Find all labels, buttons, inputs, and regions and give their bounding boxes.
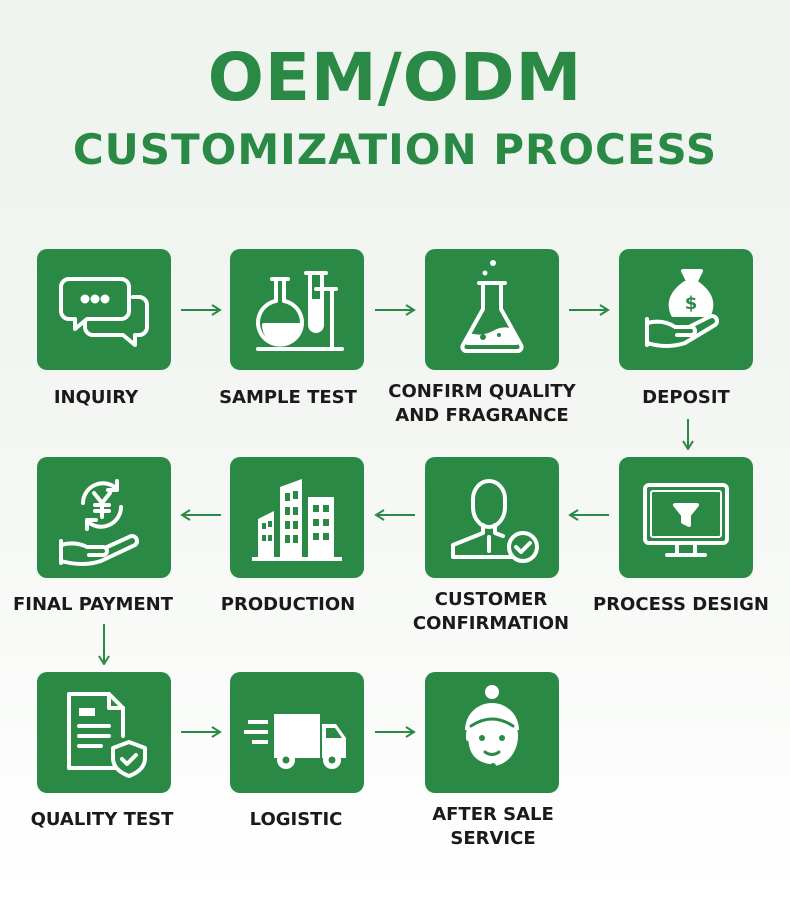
monitor-filter-icon bbox=[643, 483, 729, 557]
step-box-inquiry bbox=[37, 249, 171, 370]
delivery-truck-icon bbox=[244, 714, 346, 769]
arrow-right bbox=[180, 725, 222, 739]
chat-bubbles-icon bbox=[59, 277, 149, 347]
lab-flask-icon bbox=[256, 271, 344, 351]
arrow-right bbox=[374, 303, 416, 317]
step-label-sample-test: SAMPLE TEST bbox=[219, 387, 357, 408]
person-check-icon bbox=[451, 479, 539, 563]
erlenmeyer-flask-icon bbox=[460, 260, 524, 353]
step-label-quality-test: QUALITY TEST bbox=[30, 809, 174, 830]
svg-text:$: $ bbox=[685, 293, 698, 314]
arrow-left bbox=[374, 508, 416, 522]
arrow-left bbox=[180, 508, 222, 522]
step-label-production: PRODUCTION bbox=[220, 594, 356, 615]
step-box-quality-test bbox=[37, 672, 171, 793]
page-title: OEM/ODM bbox=[207, 39, 583, 116]
step-box-deposit: $ bbox=[619, 249, 753, 370]
step-label-deposit: DEPOSIT bbox=[642, 387, 730, 408]
arrow-right bbox=[374, 725, 416, 739]
step-box-logistic bbox=[230, 672, 364, 793]
arrow-down bbox=[681, 418, 695, 450]
yen-hand-icon bbox=[59, 479, 139, 566]
headset-agent-icon bbox=[465, 685, 519, 769]
step-box-after-sale-service bbox=[425, 672, 559, 793]
step-label-after-sale-service: AFTER SALE SERVICE bbox=[432, 804, 554, 849]
arrow-down bbox=[97, 623, 111, 665]
page-subtitle: CUSTOMIZATION PROCESS bbox=[72, 125, 718, 174]
step-label-process-design: PROCESS DESIGN bbox=[593, 594, 769, 615]
step-box-final-payment bbox=[37, 457, 171, 578]
step-label-final-payment: FINAL PAYMENT bbox=[12, 594, 174, 615]
factory-buildings-icon bbox=[252, 479, 342, 561]
step-label-inquiry: INQUIRY bbox=[53, 387, 139, 408]
step-box-production bbox=[230, 457, 364, 578]
step-box-sample-test bbox=[230, 249, 364, 370]
arrow-right bbox=[180, 303, 222, 317]
money-bag-hand-icon: $ bbox=[645, 269, 719, 348]
document-shield-icon bbox=[67, 692, 147, 778]
step-label-logistic: LOGISTIC bbox=[249, 809, 343, 830]
step-box-confirm-quality bbox=[425, 249, 559, 370]
arrow-left bbox=[568, 508, 610, 522]
arrow-right bbox=[568, 303, 610, 317]
step-label-confirm-quality: CONFIRM QUALITY AND FRAGRANCE bbox=[388, 381, 576, 426]
step-box-customer-confirmation bbox=[425, 457, 559, 578]
step-box-process-design bbox=[619, 457, 753, 578]
step-label-customer-confirmation: CUSTOMER CONFIRMATION bbox=[412, 589, 570, 634]
